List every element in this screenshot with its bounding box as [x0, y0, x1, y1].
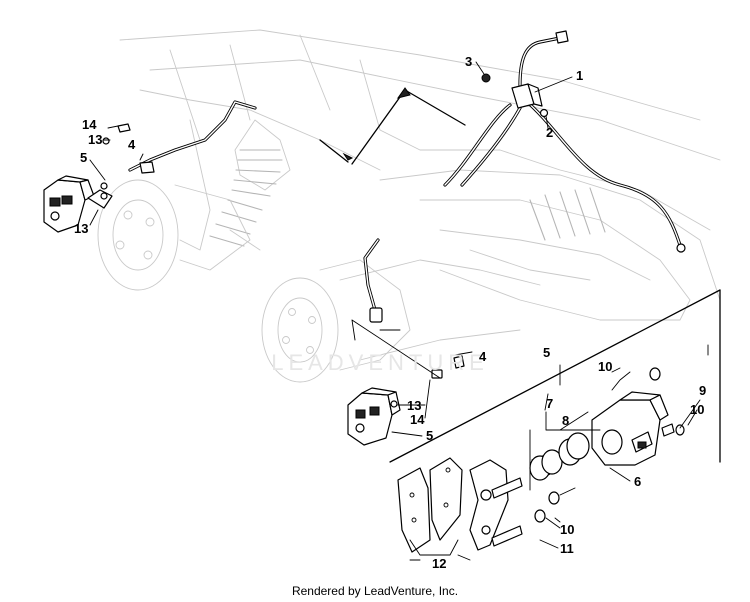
callout-3: 3: [465, 54, 472, 69]
brake-tee-block: [481, 73, 549, 118]
upper-caliper: [43, 123, 155, 233]
callout-4-upper: 4: [128, 137, 136, 152]
callout-labels: 1 2 3 4 4 5 5 5 6 7 8 9 10 10 10 11 12 1…: [74, 54, 706, 571]
watermark-text: LEADVENTURE: [271, 350, 489, 375]
callout-10-a: 10: [598, 359, 612, 374]
leader-lines: [89, 61, 701, 549]
callout-4-lower: 4: [479, 349, 487, 364]
callout-12: 12: [432, 556, 446, 571]
callout-14-b: 14: [410, 412, 425, 427]
exploded-view-frame: [389, 289, 721, 463]
callout-10-c: 10: [560, 522, 574, 537]
callout-1: 1: [576, 68, 583, 83]
brake-lines: [128, 30, 686, 323]
callout-2: 2: [546, 125, 553, 140]
callout-5-lower: 5: [426, 428, 433, 443]
callout-5-upper: 5: [80, 150, 87, 165]
callout-13-a: 13: [88, 132, 102, 147]
callout-7: 7: [546, 396, 553, 411]
exploded-parts: [397, 367, 685, 561]
chassis-background: [97, 29, 721, 383]
callout-13-c: 13: [407, 398, 421, 413]
footer-credit: Rendered by LeadVenture, Inc.: [291, 584, 459, 598]
callout-8: 8: [562, 413, 569, 428]
lower-caliper: [347, 319, 465, 446]
callout-13-b: 13: [74, 221, 88, 236]
callout-9: 9: [699, 383, 706, 398]
callout-11: 11: [560, 541, 574, 556]
routing-arrow: [319, 87, 466, 165]
callout-14-a: 14: [82, 117, 97, 132]
callout-5-exploded: 5: [543, 345, 550, 360]
callout-6: 6: [634, 474, 641, 489]
callout-10-b: 10: [690, 402, 704, 417]
